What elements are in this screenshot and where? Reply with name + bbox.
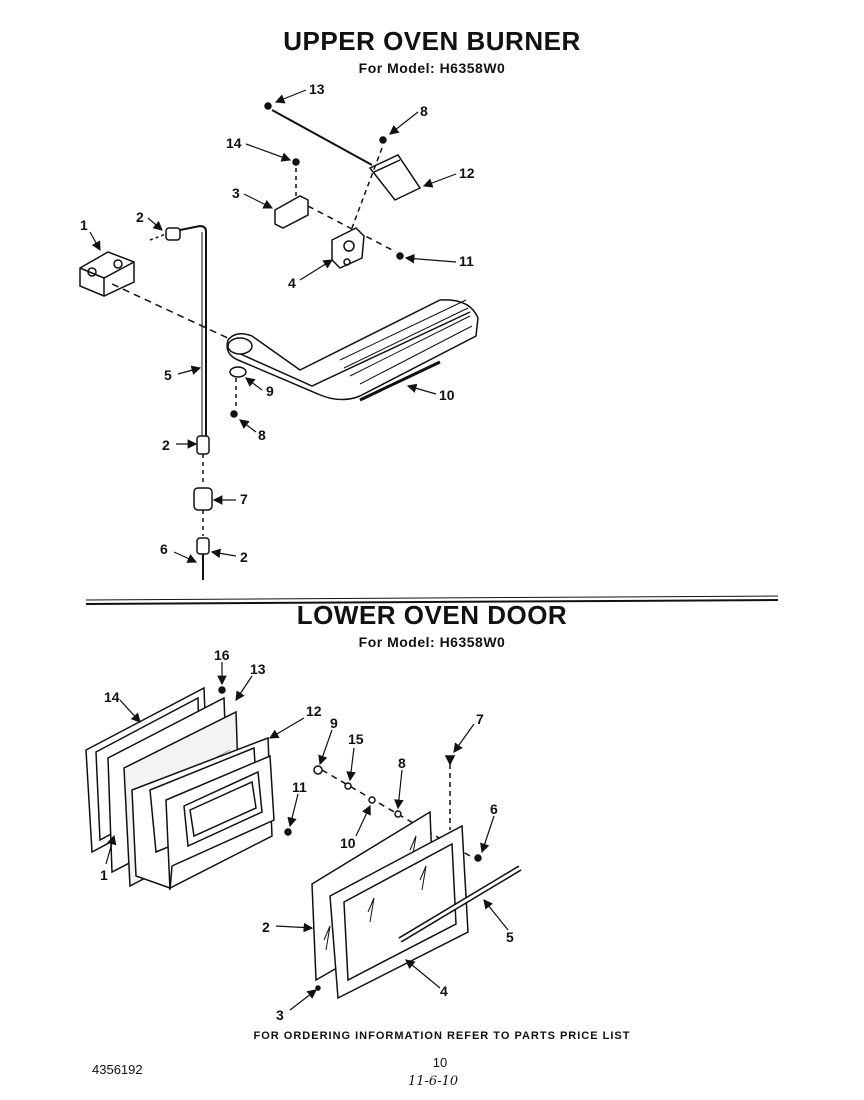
fitting-part-2-lower [196,537,210,555]
valve-part-1 [79,251,135,297]
callout-16-lower: 16 [214,647,230,663]
upper-callout-labels: 13 8 14 12 3 2 1 11 4 5 9 10 8 2 7 6 2 [80,81,475,565]
callout-1-upper: 1 [80,217,88,233]
callout-12-lower: 12 [306,703,322,719]
screw-part-6 [474,854,482,862]
lower-model-label: For Model: H6358W0 [358,634,506,650]
coupling-part-7 [193,487,213,511]
lower-section-title: LOWER OVEN DOOR [296,600,568,630]
clip-part-3 [315,985,321,991]
callout-7-lower: 7 [476,711,484,727]
callout-12-upper: 12 [459,165,475,181]
orifice-part-9 [229,366,247,378]
upper-burner-drawing [79,102,479,580]
callout-7-upper: 7 [240,491,248,507]
spacer-part-15 [344,782,352,790]
callout-3-upper: 3 [232,185,240,201]
callout-6-upper: 6 [160,541,168,557]
callout-1-lower: 1 [100,867,108,883]
callout-2-upper-c: 2 [240,549,248,565]
upper-section-title: UPPER OVEN BURNER [283,26,581,56]
igniter-part-12 [351,136,422,229]
handle-part-5 [398,865,522,943]
screw-part-16 [218,686,226,694]
callout-6-lower: 6 [490,801,498,817]
screw-part-11 [396,252,404,260]
callout-13-upper: 13 [309,81,325,97]
door-frame-part-4 [329,824,469,1000]
callout-8-lower: 8 [398,755,406,771]
lower-door-drawing [85,686,522,1000]
callout-8-upper: 8 [420,103,428,119]
callout-14-upper: 14 [226,135,242,151]
fitting-part-2-upper [165,227,181,241]
callout-5-lower: 5 [506,929,514,945]
callout-10-upper: 10 [439,387,455,403]
lower-callouts [105,662,509,1011]
section-divider [85,599,779,605]
bracket-part-3 [274,195,309,229]
callout-15-lower: 15 [348,731,364,747]
callout-9-lower: 9 [330,715,338,731]
callout-14-lower: 14 [104,689,120,705]
ordering-note: FOR ORDERING INFORMATION REFER TO PARTS … [253,1030,631,1042]
lower-callout-labels: 16 13 14 12 9 15 7 8 11 10 6 1 2 5 3 4 [100,647,514,1023]
screw-part-14 [292,158,300,166]
callout-4-lower: 4 [440,983,448,999]
page-number: 10 [432,1055,448,1070]
clip-part-9 [313,765,323,775]
handwritten-note: 11-6-10 [408,1074,459,1089]
callout-8-upper-b: 8 [258,427,266,443]
callout-9-upper: 9 [266,383,274,399]
screw-part-7-door [444,755,456,766]
callout-11-upper: 11 [459,253,474,269]
upper-callouts [89,89,457,563]
upper-model-label: For Model: H6358W0 [358,60,506,76]
screw-part-13 [264,102,373,166]
document-number: 4356192 [92,1062,143,1077]
washer-part-10 [368,796,376,804]
fitting-part-2-middle [196,435,210,455]
tube-part-5 [179,224,207,440]
screw-part-11-lower [284,828,292,836]
callout-2-lower: 2 [262,919,270,935]
callout-3-lower: 3 [276,1007,284,1023]
callout-11-lower: 11 [292,779,307,795]
screw-part-8-lower [230,410,238,418]
callout-2-upper-b: 2 [162,437,170,453]
callout-13-lower: 13 [250,661,266,677]
burner-part-10 [226,299,479,402]
callout-10-lower: 10 [340,835,356,851]
screw-part-8-door [394,810,402,818]
bracket-part-4 [331,227,365,269]
callout-4-upper: 4 [288,275,296,291]
callout-2-upper-a: 2 [136,209,144,225]
callout-5-upper: 5 [164,367,172,383]
